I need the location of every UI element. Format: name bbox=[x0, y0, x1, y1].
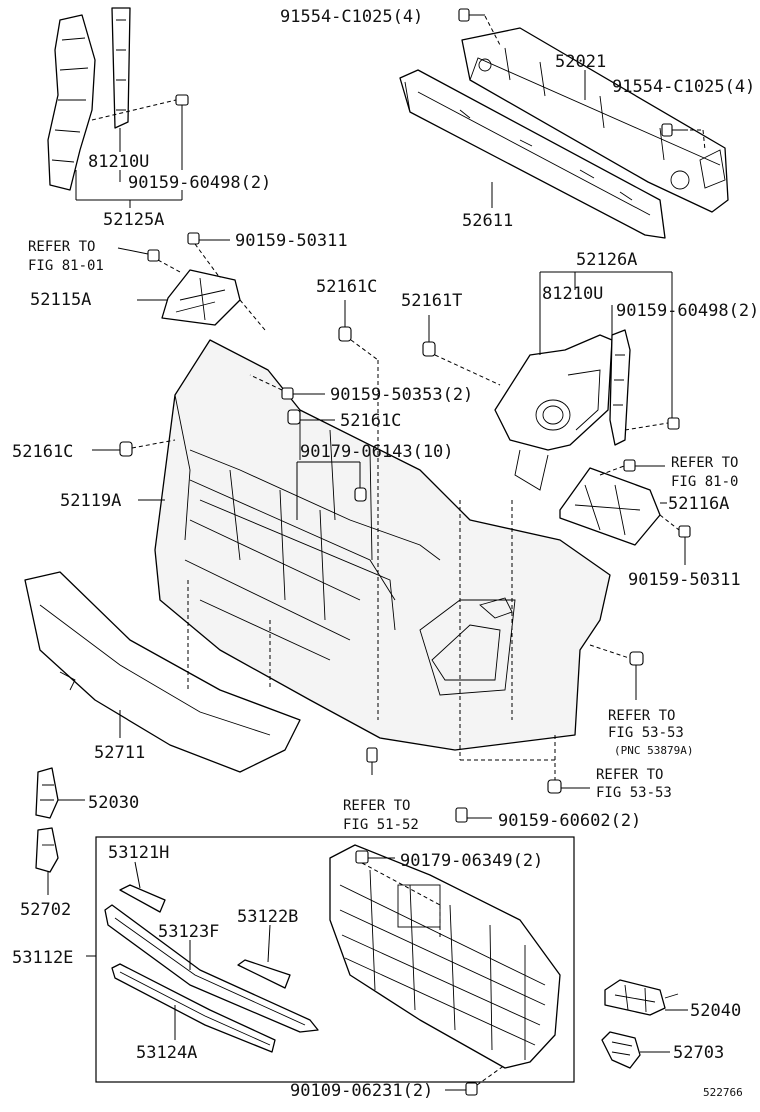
label-refer-fig5353-2a: REFER TO bbox=[596, 767, 663, 783]
bumper-reinforcement-52021[interactable] bbox=[461, 27, 729, 213]
clip-refer-fig5353-upper[interactable] bbox=[629, 651, 644, 666]
label-90159-60602: 90159-60602(2) bbox=[498, 811, 641, 831]
label-91554-top: 91554-C1025(4) bbox=[280, 7, 423, 27]
screw-90159-60498-right[interactable] bbox=[667, 417, 680, 430]
label-refer-fig5353-1c: (PNC 53879A) bbox=[614, 744, 693, 757]
label-52161t: 52161T bbox=[401, 291, 462, 311]
screw-refer-fig81-left[interactable] bbox=[147, 249, 160, 262]
label-52119a: 52119A bbox=[60, 491, 121, 511]
label-refer-fig5353-1b: FIG 53-53 bbox=[608, 725, 684, 741]
label-refer-fig81-left-2: FIG 81-01 bbox=[28, 258, 104, 274]
label-90159-60498-left: 90159-60498(2) bbox=[128, 173, 271, 193]
clip-52161c-top[interactable] bbox=[338, 326, 352, 342]
screw-90159-60498-left[interactable] bbox=[175, 94, 189, 170]
front-bumper-cover-52119a[interactable] bbox=[154, 339, 611, 751]
fog-lamp-insert-81210u[interactable] bbox=[609, 329, 631, 446]
screw-90159-50353[interactable] bbox=[281, 387, 294, 400]
fog-lamp-bezel-52126a[interactable] bbox=[494, 334, 613, 491]
molding-53121h[interactable] bbox=[119, 884, 166, 913]
lower-spoiler-52711[interactable] bbox=[24, 571, 301, 773]
label-refer-fig81-left-1: REFER TO bbox=[28, 239, 95, 255]
label-52125a: 52125A bbox=[103, 210, 164, 230]
cover-52703[interactable] bbox=[601, 1031, 641, 1069]
label-52702: 52702 bbox=[20, 900, 71, 920]
label-90159-50311-right: 90159-50311 bbox=[628, 570, 741, 590]
radiator-grille-53112e[interactable] bbox=[329, 844, 561, 1069]
label-53123f: 53123F bbox=[158, 922, 219, 942]
bumper-absorber-52611[interactable] bbox=[399, 69, 666, 239]
screw-refer-fig81-right[interactable] bbox=[623, 459, 636, 472]
clip-52161c-left[interactable] bbox=[119, 441, 133, 457]
bolt-refer-fig5152[interactable] bbox=[366, 747, 378, 775]
side-bracket-insert-81210u[interactable] bbox=[111, 7, 131, 129]
molding-53123f[interactable] bbox=[104, 904, 319, 1033]
label-52711: 52711 bbox=[94, 743, 145, 763]
label-refer-fig5353-2b: FIG 53-53 bbox=[596, 785, 672, 801]
bracket-52702[interactable] bbox=[35, 827, 59, 873]
grille-subassembly-box bbox=[95, 836, 575, 1083]
screw-90109-06231[interactable] bbox=[465, 1082, 478, 1096]
label-52161c-mid: 52161C bbox=[340, 411, 401, 431]
screw-90159-50311-right[interactable] bbox=[678, 525, 691, 538]
label-52116a: 52116A bbox=[668, 494, 729, 514]
molding-53122b[interactable] bbox=[237, 959, 291, 989]
label-90159-50311-top: 90159-50311 bbox=[235, 231, 348, 251]
label-refer-fig5152-a: REFER TO bbox=[343, 798, 410, 814]
cover-52040[interactable] bbox=[604, 979, 679, 1016]
clip-52161c-mid[interactable] bbox=[287, 409, 301, 425]
label-52161c-top: 52161C bbox=[316, 277, 377, 297]
label-refer-fig5152-b: FIG 51-52 bbox=[343, 817, 419, 833]
label-90109-06231: 90109-06231(2) bbox=[290, 1081, 433, 1101]
label-90179-06143: 90179-06143(10) bbox=[300, 442, 454, 462]
diagram-id: 522766 bbox=[703, 1086, 743, 1099]
label-52161c-left: 52161C bbox=[12, 442, 73, 462]
label-53122b: 53122B bbox=[237, 907, 298, 927]
label-refer-fig81-right-1: REFER TO bbox=[671, 455, 738, 471]
molding-53124a[interactable] bbox=[111, 963, 276, 1053]
clip-90179-06143[interactable] bbox=[354, 487, 367, 502]
label-refer-fig81-right-2: FIG 81-0 bbox=[671, 474, 738, 490]
label-90159-50353: 90159-50353(2) bbox=[330, 385, 473, 405]
bolt-90159-60602[interactable] bbox=[455, 807, 468, 823]
label-52115a: 52115A bbox=[30, 290, 91, 310]
label-81210u-left: 81210U bbox=[88, 152, 149, 172]
grille-frame bbox=[189, 449, 441, 631]
bolt-91554-right[interactable] bbox=[661, 123, 688, 137]
clip-52161t[interactable] bbox=[422, 341, 436, 357]
label-refer-fig5353-1a: REFER TO bbox=[608, 708, 675, 724]
bolt-91554-top[interactable] bbox=[458, 8, 485, 22]
label-52611: 52611 bbox=[462, 211, 513, 231]
label-52040: 52040 bbox=[690, 1001, 741, 1021]
label-91554-right: 91554-C1025(4) bbox=[612, 77, 755, 97]
label-52030: 52030 bbox=[88, 793, 139, 813]
label-53112e: 53112E bbox=[12, 948, 73, 968]
side-bracket-52125a[interactable] bbox=[47, 14, 96, 191]
label-90179-06349: 90179-06349(2) bbox=[400, 851, 543, 871]
screw-90159-50311-top[interactable] bbox=[187, 232, 200, 245]
label-81210u-right: 81210U bbox=[542, 284, 603, 304]
retainer-52116a[interactable] bbox=[559, 467, 661, 546]
label-53121h: 53121H bbox=[108, 843, 169, 863]
retainer-52115a[interactable] bbox=[161, 269, 241, 326]
label-90159-60498-right: 90159-60498(2) bbox=[616, 301, 759, 321]
bracket-52030[interactable] bbox=[35, 767, 59, 819]
label-52126a: 52126A bbox=[576, 250, 637, 270]
label-52021: 52021 bbox=[555, 52, 606, 72]
clip-refer-fig5353-lower[interactable] bbox=[547, 779, 562, 794]
label-53124a: 53124A bbox=[136, 1043, 197, 1063]
label-52703: 52703 bbox=[673, 1043, 724, 1063]
clip-90179-06349[interactable] bbox=[355, 850, 369, 864]
